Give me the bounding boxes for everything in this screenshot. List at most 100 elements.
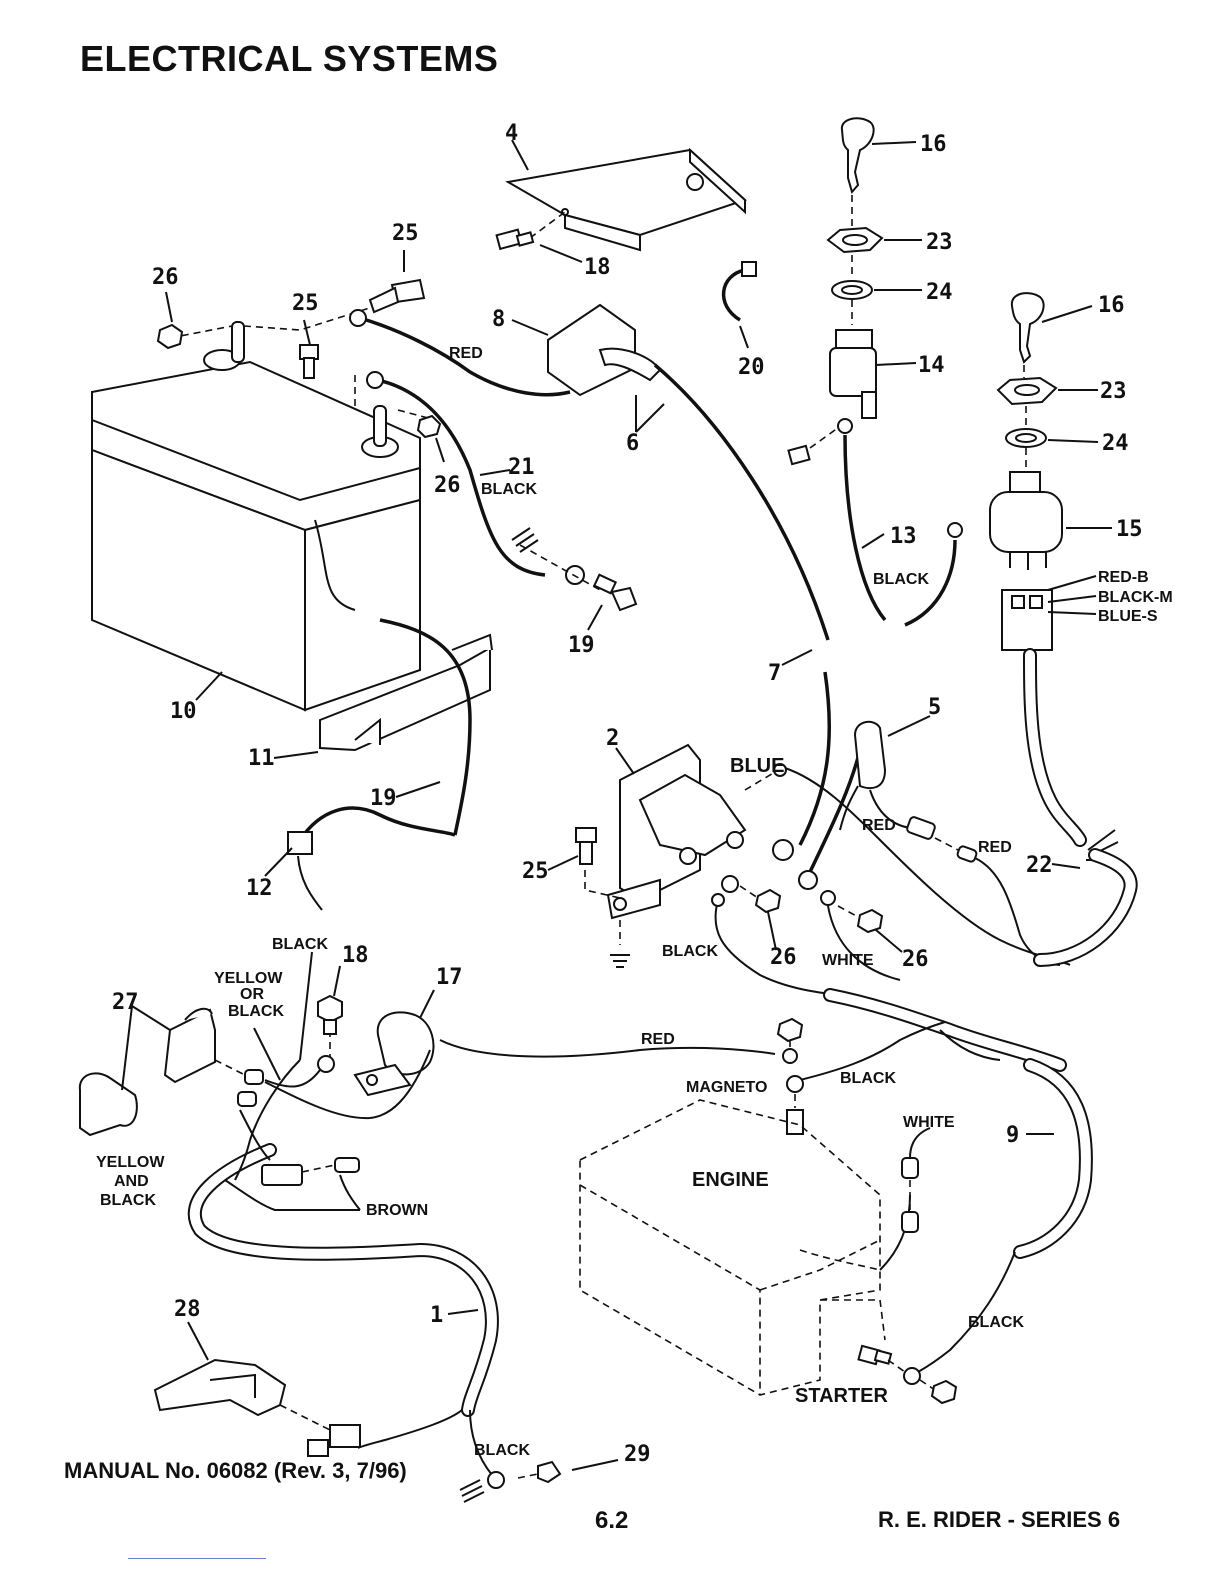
condenser [353,1011,435,1097]
ground-cable [379,618,472,836]
label-red-fuse-b: RED [978,839,1012,856]
callout-25a: 25 [392,221,419,246]
label-black-m: BLACK-M [1098,589,1173,606]
bolt-19a [592,573,638,612]
label-starter: STARTER [795,1385,889,1407]
model-series: R. E. RIDER - SERIES 6 [878,1507,1121,1532]
label-yellow-and-black-3: BLACK [100,1192,156,1209]
callout-26c: 26 [770,945,797,970]
callout-21: 21 [508,455,535,480]
callout-16b: 16 [1098,293,1125,318]
label-black-solenoid: BLACK [662,943,718,960]
brake-switch [153,1358,287,1417]
callout-19b: 19 [370,786,397,811]
callout-18a: 18 [584,255,611,280]
callout-22: 22 [1026,853,1053,878]
cable-tie [722,268,746,322]
callout-7: 7 [768,661,781,686]
callout-2: 2 [606,726,619,751]
callout-12: 12 [246,876,273,901]
wire-13 [843,434,887,622]
callout-9: 9 [1006,1123,1019,1148]
starter-solenoid [606,743,747,920]
label-red-fuse-a: RED [862,817,896,834]
callout-13: 13 [890,524,917,549]
label-yellow-or-black-3: BLACK [228,1003,284,1020]
screw-29 [537,1460,562,1484]
battery-strap [298,806,456,841]
screw-18b [317,994,343,1035]
negative-cable-21 [377,378,546,577]
label-black-bottom: BLACK [474,1442,530,1459]
terminal-bolt-25b [368,278,426,314]
switch-14 [829,329,877,419]
seat-switch [163,1007,216,1084]
terminal-bolt-25a [299,344,319,379]
callout-10: 10 [170,699,197,724]
starter-nut [930,1379,958,1405]
callout-23a: 23 [926,230,953,255]
ground-symbol [610,954,630,968]
callout-14: 14 [918,353,945,378]
label-black-starter: BLACK [968,1314,1024,1331]
callout-23b: 23 [1100,379,1127,404]
label-magneto: MAGNETO [686,1079,767,1096]
label-yellow-and-black-2: AND [114,1173,149,1190]
label-white-solenoid: WHITE [822,952,874,969]
callout-24b: 24 [1102,431,1129,456]
callout-27: 27 [112,990,139,1015]
callout-26a: 26 [152,265,179,290]
callout-28: 28 [174,1297,201,1322]
callout-18b: 18 [342,943,369,968]
callout-20: 20 [738,355,765,380]
label-blue-s: BLUE-S [1098,608,1158,625]
ignition-key-right [1010,292,1045,364]
ignition-key-top [840,117,875,195]
starter-bolt [857,1344,893,1366]
callout-16a: 16 [920,132,947,157]
terminal-nut-26b [416,414,442,439]
screw-18a [495,228,535,251]
nut-magneto [776,1017,804,1043]
page-number: 6.2 [595,1507,629,1534]
callout-26d: 26 [902,947,929,972]
positive-cable-red [359,316,571,397]
callout-26b: 26 [434,473,461,498]
fuse-holder [839,720,916,831]
label-black-13: BLACK [873,571,929,588]
switch-cap [78,1072,138,1137]
label-black-21: BLACK [481,481,537,498]
label-black-top-left: BLACK [272,936,328,953]
callout-25c: 25 [522,859,549,884]
callout-1: 1 [430,1303,443,1328]
battery-bracket [319,633,493,752]
cover-plate [505,147,747,252]
label-red-b: RED-B [1098,569,1149,586]
callout-8: 8 [492,307,505,332]
label-yellow-and-black-1: YELLOW [96,1154,165,1171]
label-red-condenser: RED [641,1031,675,1048]
callout-15: 15 [1116,517,1143,542]
engine-outline [579,1099,886,1396]
ignition-switch-15 [989,471,1063,570]
switch-connector [1001,589,1053,651]
callout-25b: 25 [292,291,319,316]
label-red-cable: RED [449,345,483,362]
callout-24a: 24 [926,280,953,305]
manual-number: MANUAL No. 06082 (Rev. 3, 7/96) [64,1458,407,1483]
label-engine: ENGINE [692,1169,769,1191]
nut-26d [856,908,884,934]
label-yellow-or-black-1: YELLOW [214,970,283,987]
label-yellow-or-black-2: OR [240,986,264,1003]
page-title: ELECTRICAL SYSTEMS [80,38,499,79]
screw-near-14 [787,444,811,466]
callout-6: 6 [626,431,639,456]
callout-29: 29 [624,1442,651,1467]
label-blue: BLUE [730,755,784,777]
terminal-boot [547,303,662,397]
label-brown: BROWN [366,1202,428,1219]
footer-link-underline [128,1558,266,1559]
label-white-engine: WHITE [903,1114,955,1131]
